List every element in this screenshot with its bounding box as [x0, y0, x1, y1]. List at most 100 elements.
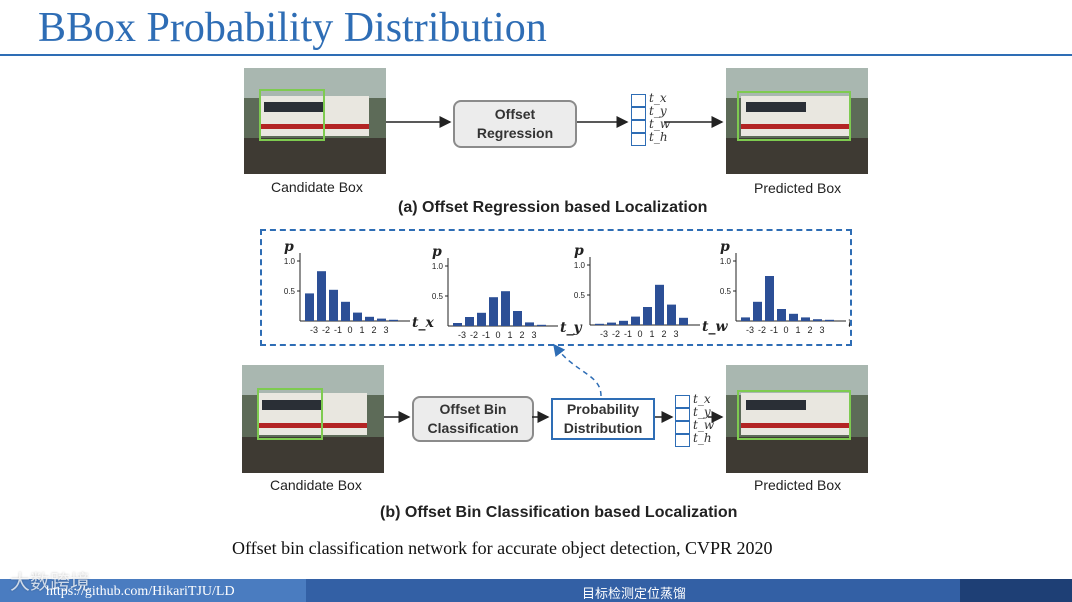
- bottom-left-caption: Candidate Box: [270, 477, 362, 493]
- top-vector-label-tw: t_w: [649, 117, 671, 131]
- footer-right-block: [960, 579, 1072, 602]
- watermark: 大数跨境: [10, 572, 90, 594]
- chart-1-y-tick-label: 0.5: [432, 292, 444, 301]
- top-vector-label-ty: t_y: [649, 104, 667, 118]
- train-photo-top-right: [726, 68, 868, 174]
- bottom-vector-label-th: t_h: [693, 431, 712, 445]
- chart-3-bar: [777, 309, 786, 321]
- top-left-caption: Candidate Box: [271, 179, 363, 195]
- chart-1-bar: [489, 297, 498, 326]
- chart-2-x-label: t_w: [702, 319, 728, 335]
- chart-1-x-tick-label: -2: [470, 330, 478, 340]
- offset-bin-classification-label: Offset Bin Classification: [427, 401, 519, 436]
- title-underline: [0, 54, 1072, 56]
- chart-3-bar: [801, 317, 810, 321]
- chart-2-x-tick-label: -3: [600, 329, 608, 339]
- chart-0-bar: [389, 319, 398, 321]
- chart-0-x-label: t_x: [412, 315, 434, 331]
- chart-2-bar: [667, 304, 676, 325]
- flow-arrows: [384, 116, 724, 423]
- footer-left-block: [0, 579, 306, 602]
- chart-0-x-tick-label: -3: [310, 325, 318, 335]
- figure: Candidate Box Offset Regression t_x t_y …: [236, 62, 876, 527]
- train-photo-bottom-right: [726, 365, 868, 473]
- chart-3-x-tick-label: 2: [807, 325, 812, 335]
- chart-0-bar: [317, 271, 326, 321]
- chart-2-y-tick-label: 1.0: [574, 261, 586, 270]
- chart-3-bar: [825, 319, 834, 321]
- chart-3-y-tick-label: 1.0: [720, 257, 732, 266]
- footer-url: https://github.com/HikariTJU/LD: [46, 584, 235, 599]
- chart-1-x-tick-label: 3: [531, 330, 536, 340]
- chart-3-bar: [813, 319, 822, 321]
- chart-1-x-tick-label: 2: [519, 330, 524, 340]
- chart-0-bar: [353, 312, 362, 321]
- chart-2-x-tick-label: 1: [649, 329, 654, 339]
- subcaption-a: (a) Offset Regression based Localization: [398, 199, 708, 216]
- chart-0-x-tick-label: 0: [347, 325, 352, 335]
- probability-distribution-label: Probability Distribution: [563, 401, 643, 436]
- chart-0-y-label: p: [284, 239, 294, 255]
- chart-2-bar: [631, 316, 640, 325]
- train-photo-bottom-left: [242, 365, 384, 473]
- chart-2-bar: [607, 322, 616, 325]
- subcaption-b: (b) Offset Bin Classification based Loca…: [380, 504, 738, 521]
- chart-2-bar: [619, 320, 628, 325]
- chart-3-bar: [765, 276, 774, 321]
- bottom-vector-label-tx: t_x: [693, 392, 711, 406]
- chart-0-bar: [377, 318, 386, 321]
- chart-1-bar: [477, 312, 486, 326]
- chart-3-bar: [753, 301, 762, 321]
- chart-2-x-tick-label: -2: [612, 329, 620, 339]
- chart-3-bar: [789, 313, 798, 321]
- chart-3-x-label: t_h: [848, 315, 850, 331]
- chart-0-bar: [341, 301, 350, 321]
- chart-1-x-tick-label: 1: [507, 330, 512, 340]
- chart-1-bar: [501, 291, 510, 326]
- chart-1-y-tick-label: 1.0: [432, 262, 444, 271]
- chart-0-x-tick-label: -1: [334, 325, 342, 335]
- chart-2-bar: [643, 307, 652, 325]
- chart-2-x-tick-label: 2: [661, 329, 666, 339]
- chart-1-x-label: t_y: [560, 320, 582, 336]
- chart-1-bar: [537, 324, 546, 326]
- chart-0-bar: [329, 289, 338, 321]
- chart-1-x-tick-label: 0: [495, 330, 500, 340]
- chart-3-y-tick-label: 0.5: [720, 287, 732, 296]
- chart-2-x-tick-label: -1: [624, 329, 632, 339]
- chart-2-y-label: p: [574, 243, 584, 259]
- chart-2-bar: [655, 284, 664, 325]
- footer-bar: 目标检测定位蒸馏: [0, 579, 1072, 602]
- chart-3-x-tick-label: 1: [795, 325, 800, 335]
- chart-1-y-label: p: [432, 244, 442, 260]
- top-vector-label-th: t_h: [649, 130, 668, 144]
- chart-1-bar: [465, 317, 474, 326]
- chart-3-y-label: p: [720, 239, 730, 255]
- chart-3-x-tick-label: -2: [758, 325, 766, 335]
- chart-1-x-tick-label: -3: [458, 330, 466, 340]
- bottom-vector-label-ty: t_y: [693, 405, 711, 419]
- chart-3-x-tick-label: -1: [770, 325, 778, 335]
- chart-2-x-tick-label: 3: [673, 329, 678, 339]
- top-vector-label-tx: t_x: [649, 91, 667, 105]
- chart-0-x-tick-label: 1: [359, 325, 364, 335]
- chart-1-bar: [453, 323, 462, 326]
- offset-bin-classification-node: Offset Bin Classification: [412, 396, 534, 442]
- chart-3-x-tick-label: -3: [746, 325, 754, 335]
- chart-3-x-tick-label: 3: [819, 325, 824, 335]
- chart-3-bar: [741, 317, 750, 321]
- chart-0-bar: [365, 316, 374, 321]
- train-photo-top-left: [244, 68, 386, 174]
- offset-regression-node: Offset Regression: [453, 100, 577, 148]
- chart-2-x-tick-label: 0: [637, 329, 642, 339]
- chart-0-x-tick-label: 2: [371, 325, 376, 335]
- chart-0-y-tick-label: 1.0: [284, 257, 296, 266]
- chart-0-bar: [305, 293, 314, 321]
- chart-1-bar: [513, 311, 522, 326]
- chart-2-bar: [595, 323, 604, 325]
- offset-regression-label: Offset Regression: [476, 106, 554, 141]
- chart-1-x-tick-label: -1: [482, 330, 490, 340]
- chart-0-y-tick-label: 0.5: [284, 287, 296, 296]
- slide-title: BBox Probability Distribution: [38, 5, 547, 51]
